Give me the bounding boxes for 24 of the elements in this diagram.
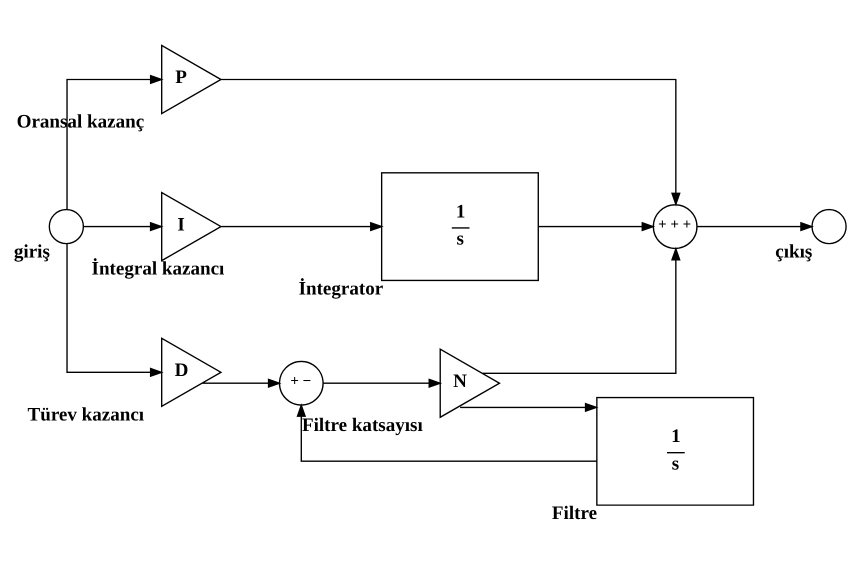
arrow — [66, 74, 164, 209]
node-box: 1 s — [380, 172, 539, 281]
arrow — [84, 221, 164, 231]
node-box: 1 s — [596, 396, 754, 506]
node-label: Filtre katsayısı — [302, 414, 423, 436]
arrow — [221, 221, 384, 231]
node-circle — [48, 208, 84, 244]
node-label: İntegrator — [298, 278, 384, 299]
arrow — [538, 221, 656, 231]
arrow — [323, 378, 442, 388]
arrow — [460, 402, 598, 412]
arrow — [202, 378, 282, 388]
arrow — [66, 243, 164, 377]
node-circle: + − — [278, 360, 324, 406]
arrow — [221, 78, 681, 206]
arrow — [296, 402, 597, 462]
node-label: Filtre — [552, 502, 598, 524]
node-label: giriş — [14, 241, 50, 262]
node-label: Türev kazancı — [28, 404, 144, 425]
node-label: çıkış — [775, 241, 812, 262]
node-circle: + + + — [652, 204, 698, 249]
node-circle — [811, 208, 847, 244]
arrow — [482, 246, 681, 374]
arrow — [697, 221, 814, 231]
